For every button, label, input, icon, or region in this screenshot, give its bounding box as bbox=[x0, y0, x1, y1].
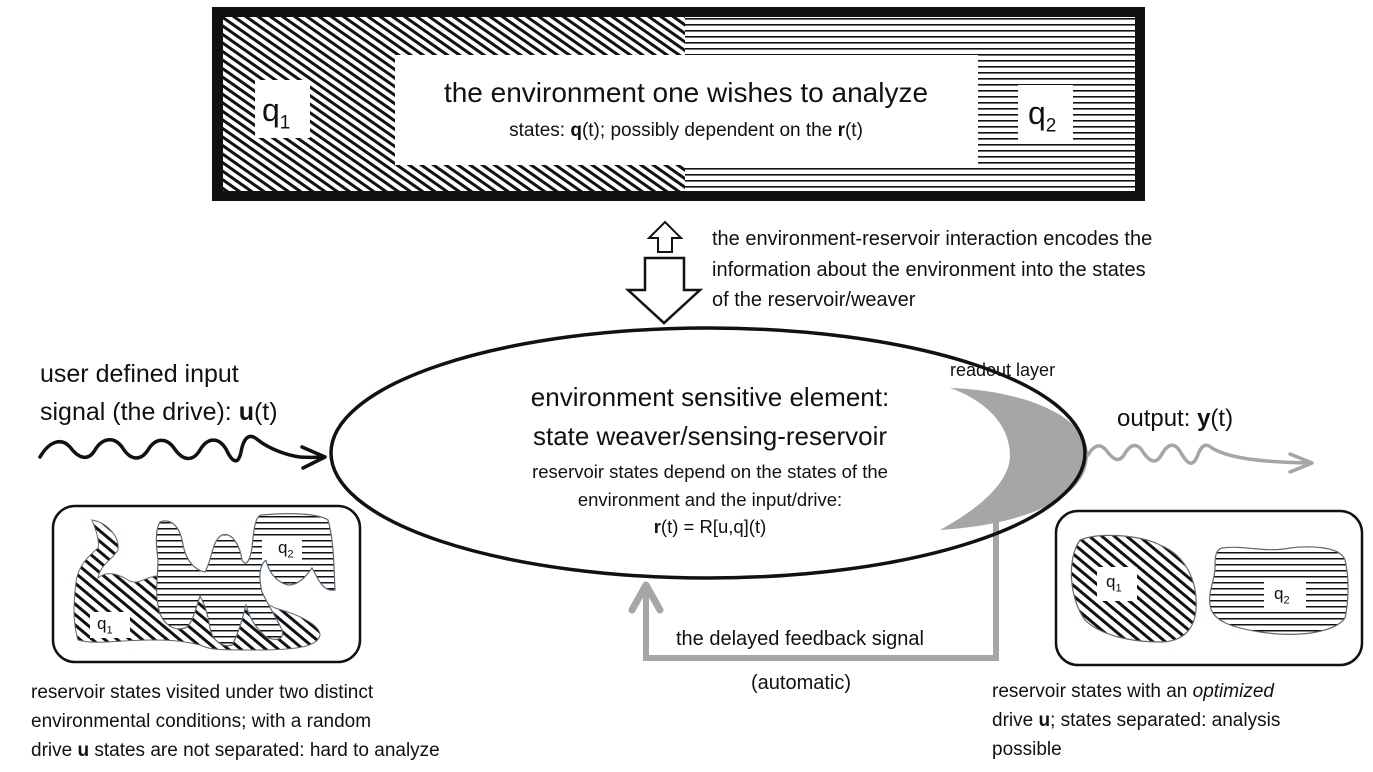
feedback-signal-label: the delayed feedback signal bbox=[676, 628, 924, 650]
left-q1-label: q1 bbox=[97, 614, 113, 637]
right-panel-caption: reservoir states with an optimized drive… bbox=[992, 681, 1281, 760]
left-q2-label: q2 bbox=[278, 538, 294, 561]
interaction-description: the environment-reservoir interaction en… bbox=[712, 228, 1153, 311]
feedback-automatic-label: (automatic) bbox=[751, 672, 852, 694]
output-arrowhead-icon bbox=[1288, 452, 1314, 474]
output-signal-wave-icon bbox=[1086, 443, 1312, 465]
environment-q2-label: q2 bbox=[1028, 95, 1057, 137]
environment-box bbox=[212, 7, 1145, 201]
right-q1-label-bg bbox=[1097, 567, 1137, 601]
input-signal-label: user defined input signal (the drive): u… bbox=[40, 360, 278, 426]
right-q1-label: q1 bbox=[1106, 572, 1122, 595]
bidirectional-arrow-icon bbox=[624, 220, 704, 325]
environment-title: the environment one wishes to analyze bbox=[443, 77, 929, 108]
left-q2-label-bg bbox=[262, 536, 302, 560]
right-q2-label-bg bbox=[1264, 578, 1306, 612]
reservoir-title: environment sensitive element: state wea… bbox=[530, 382, 890, 451]
reservoir-description: reservoir states depend on the states of… bbox=[532, 461, 888, 537]
output-signal-label: output: y(t) bbox=[1117, 405, 1234, 432]
environment-q1-label: q1 bbox=[262, 92, 291, 134]
left-q1-label-bg bbox=[90, 612, 130, 638]
right-q2-label: q2 bbox=[1274, 584, 1290, 607]
environment-q1-label-bg bbox=[255, 80, 310, 138]
right-state-panel bbox=[1054, 509, 1364, 667]
left-panel-caption: reservoir states visited under two disti… bbox=[31, 682, 440, 761]
environment-text-panel bbox=[395, 55, 977, 165]
feedback-loop bbox=[628, 522, 999, 661]
readout-layer-label: readout layer bbox=[950, 360, 1056, 380]
reservoir-ellipse bbox=[329, 326, 1087, 580]
environment-subtitle: states: q(t); possibly dependent on the … bbox=[509, 120, 863, 141]
input-signal-wave-icon bbox=[38, 434, 326, 463]
input-arrowhead-icon bbox=[300, 445, 327, 470]
left-state-panel bbox=[51, 504, 362, 664]
readout-layer-shape bbox=[940, 388, 1088, 530]
environment-q2-label-bg bbox=[1018, 85, 1073, 140]
